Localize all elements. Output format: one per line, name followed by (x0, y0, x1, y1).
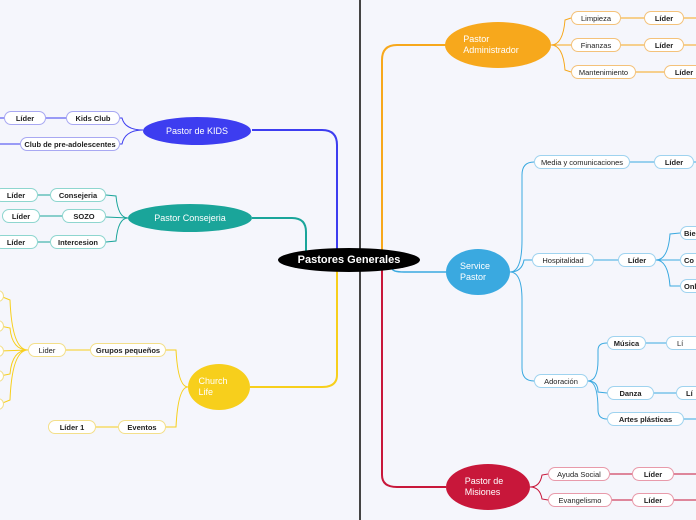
church-item-grupos[interactable]: Grupos pequeños (90, 343, 166, 357)
link-root-misiones (381, 268, 446, 488)
link-root-service (391, 267, 446, 273)
admin-leader-3[interactable]: Líder (664, 65, 696, 79)
consejeria-item-label: SOZO (73, 211, 95, 221)
service-node[interactable]: Service Pastor (446, 249, 510, 295)
consejeria-leader-3[interactable]: Líder (0, 235, 38, 249)
church-node[interactable]: Church Life (188, 364, 250, 410)
consejeria-label: Pastor Consejeria (154, 212, 226, 223)
root-label: Pastores Generales (297, 254, 401, 266)
admin-item-label: Limpieza (580, 13, 611, 23)
service-hosp-leader[interactable]: Líder (618, 253, 656, 267)
consejeria-leader-2[interactable]: Líder (2, 209, 40, 223)
service-item-hospitalidad[interactable]: Hospitalidad (532, 253, 594, 267)
service-item-label: Danza (619, 388, 642, 398)
leader-label: Líder (627, 255, 647, 265)
admin-item-label: Finanzas (580, 40, 612, 50)
leader-label: Líder (6, 190, 26, 200)
link-root-consejeria (252, 217, 307, 255)
service-child-label: Bie (684, 228, 696, 238)
service-item-musica[interactable]: Música (607, 336, 646, 350)
leader-label: Líder (15, 113, 35, 123)
service-hosp-child-3[interactable]: Onl (680, 279, 696, 293)
consejeria-leader-1[interactable]: Líder (0, 188, 38, 202)
consejeria-item-label: Intercesion (57, 237, 98, 247)
leader-label: Líder (654, 40, 674, 50)
service-danza-leader[interactable]: Lí (676, 386, 696, 400)
service-item-label: Hospitalidad (542, 255, 584, 265)
service-musica-leader[interactable]: Lí (666, 336, 696, 350)
service-media-leader[interactable]: Líder (654, 155, 694, 169)
misiones-leader-1[interactable]: Líder (632, 467, 674, 481)
church-eventos-leader[interactable]: Líder 1 (48, 420, 96, 434)
service-item-adoracion[interactable]: Adoración (534, 374, 588, 388)
service-item-label: Música (613, 338, 640, 348)
leader-label: Líder (11, 211, 31, 221)
service-hosp-child-2[interactable]: Co (680, 253, 696, 267)
link-root-admin (381, 44, 446, 255)
admin-item-label: Mantenimiento (578, 67, 629, 77)
misiones-node[interactable]: Pastor de Misiones (446, 464, 530, 510)
consejeria-item-label: Consejeria (58, 190, 98, 200)
service-item-media[interactable]: Media y comunicaciones (534, 155, 630, 169)
service-label-2: Pastor (459, 272, 486, 282)
kids-node[interactable]: Pastor de KIDS (143, 117, 251, 145)
consejeria-item-consejeria[interactable]: Consejeria (50, 188, 106, 202)
church-item-label: Grupos pequeños (95, 345, 161, 355)
consejeria-item-intercesion[interactable]: Intercesion (50, 235, 106, 249)
service-label-1: Service (459, 261, 490, 271)
admin-leader-1[interactable]: Líder (644, 11, 684, 25)
church-item-label: Eventos (127, 422, 157, 432)
leader-label: Lí (686, 388, 693, 398)
consejeria-item-sozo[interactable]: SOZO (62, 209, 106, 223)
misiones-item-ayuda-social[interactable]: Ayuda Social (548, 467, 610, 481)
misiones-item-evangelismo[interactable]: Evangelismo (548, 493, 612, 507)
leader-label: Líder (654, 13, 674, 23)
misiones-label-1: Pastor de (464, 476, 504, 486)
service-item-artes[interactable]: Artes plásticas (607, 412, 684, 426)
leader-label: Líder (6, 237, 26, 247)
kids-item-kids-club[interactable]: Kids Club (66, 111, 120, 125)
consejeria-node[interactable]: Pastor Consejeria (128, 204, 252, 232)
leader-label: Lider (38, 345, 56, 355)
kids-item-label: Club de pre-adolescentes (24, 139, 116, 149)
misiones-item-label: Evangelismo (558, 495, 602, 505)
leader-label: Líder (674, 67, 694, 77)
church-label-1: Church (198, 376, 228, 386)
leader-label: Líder (643, 495, 663, 505)
service-item-label: Media y comunicaciones (540, 157, 624, 167)
admin-leader-2[interactable]: Líder (644, 38, 684, 52)
misiones-leader-2[interactable]: Líder (632, 493, 674, 507)
misiones-label-2: Misiones (464, 487, 501, 497)
admin-node[interactable]: Pastor Administrador (445, 22, 551, 68)
admin-item-mantenimiento[interactable]: Mantenimiento (571, 65, 636, 79)
kids-leader[interactable]: Líder (4, 111, 46, 125)
church-label-2: Life (198, 387, 213, 397)
leader-label: Líder 1 (59, 422, 85, 432)
service-child-label: Onl (684, 281, 696, 291)
service-child-label: Co (684, 255, 694, 265)
church-grupos-leader[interactable]: Lider (28, 343, 66, 357)
leader-label: Líder (664, 157, 684, 167)
church-item-eventos[interactable]: Eventos (118, 420, 166, 434)
admin-item-limpieza[interactable]: Limpieza (571, 11, 621, 25)
root-node[interactable]: Pastores Generales (278, 248, 420, 272)
link-root-kids (252, 129, 338, 255)
admin-item-finanzas[interactable]: Finanzas (571, 38, 621, 52)
leader-label: Lí (677, 338, 684, 348)
misiones-item-label: Ayuda Social (557, 469, 601, 479)
service-item-label: Artes plásticas (618, 414, 673, 424)
leader-label: Líder (643, 469, 663, 479)
kids-item-pre-adolescentes[interactable]: Club de pre-adolescentes (20, 137, 120, 151)
kids-item-label: Kids Club (75, 113, 111, 123)
admin-label-1: Pastor (463, 34, 490, 44)
service-item-label: Adoración (544, 376, 578, 386)
kids-label: Pastor de KIDS (165, 125, 229, 136)
service-item-danza[interactable]: Danza (607, 386, 654, 400)
admin-label-2: Administrador (463, 45, 519, 55)
link-root-church (250, 268, 338, 388)
service-hosp-child-1[interactable]: Bie (680, 226, 696, 240)
